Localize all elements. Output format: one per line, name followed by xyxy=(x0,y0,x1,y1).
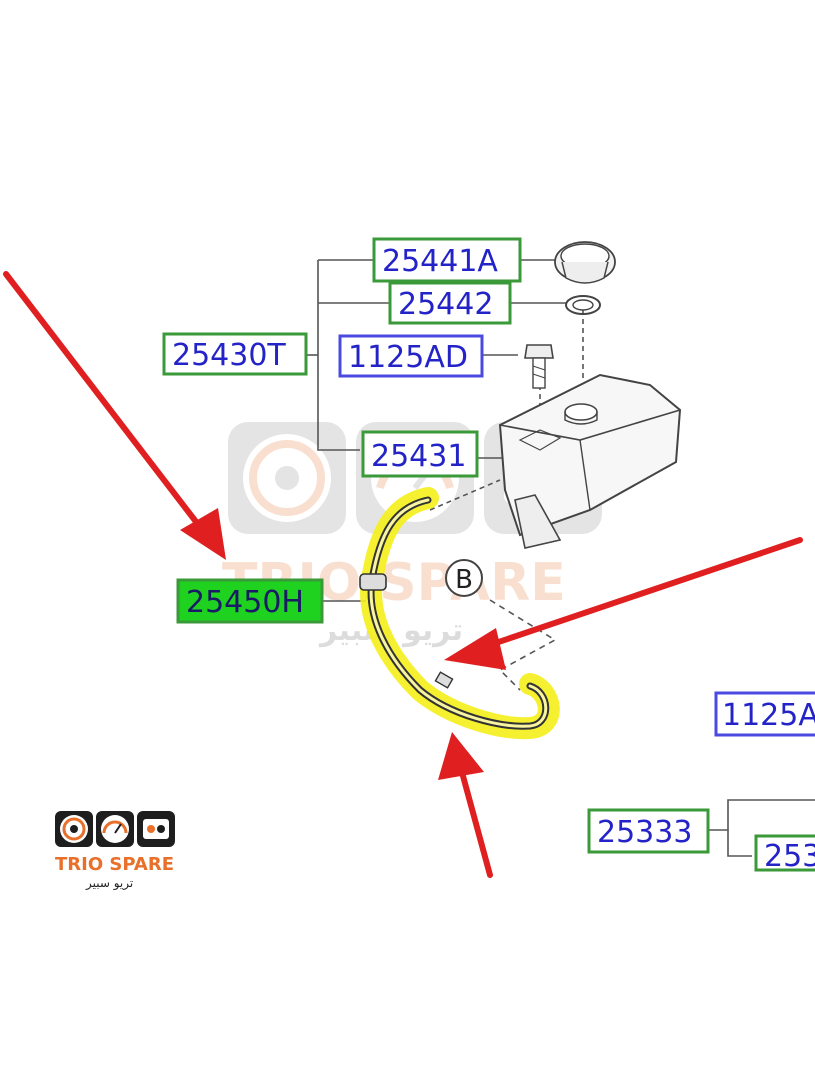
part-label-cap-gasket: 25442 xyxy=(388,281,512,325)
part-number-text: 25450H xyxy=(186,585,304,620)
part-number-text: 25441A xyxy=(382,244,498,279)
logo-engine-icon xyxy=(137,811,175,847)
part-number-text: 253 xyxy=(764,839,815,874)
logo-gauge-icon xyxy=(55,811,93,847)
part-label-reservoir-assembly: 25430T xyxy=(162,332,308,376)
red-arrows xyxy=(3,271,803,878)
logo-speedometer-icon xyxy=(96,811,134,847)
part-label-hose-sub: 253 xyxy=(754,834,815,874)
watermark-gauge-icon xyxy=(228,422,346,534)
hose-clip-icon xyxy=(359,573,387,591)
part-label-reservoir-tank: 25431 xyxy=(361,430,479,478)
filler-cap-icon xyxy=(554,241,616,284)
view-marker-label: B xyxy=(455,565,473,595)
arrow-upper-left xyxy=(3,271,226,560)
logo-brand-arabic: تريو سبير xyxy=(85,876,133,891)
arrow-right xyxy=(444,537,803,670)
view-marker-b: B xyxy=(445,559,483,597)
part-label-mounting-bolt: 1125AD xyxy=(338,334,484,378)
part-number-text: 25430T xyxy=(172,338,286,373)
part-number-text: 1125A xyxy=(722,698,815,733)
logo-brand: TRIO SPARE xyxy=(55,854,174,875)
overflow-hose-icon xyxy=(359,496,550,730)
part-label-bolt-right: 1125A xyxy=(714,691,815,737)
reservoir-tank-icon xyxy=(498,373,682,549)
cap-gasket-icon xyxy=(565,295,601,315)
arrow-bottom xyxy=(438,732,493,878)
leader-lines xyxy=(306,259,815,857)
trio-spare-logo: TRIO SPARE تريو سبير xyxy=(55,811,175,891)
part-label-overflow-hose: 25450H xyxy=(176,578,324,624)
part-label-hose-assembly: 25333 xyxy=(587,808,710,854)
part-number-text: 25333 xyxy=(597,815,692,850)
part-label-filler-cap: 25441A xyxy=(372,237,522,283)
part-number-text: 25442 xyxy=(398,287,493,322)
mounting-bolt-icon xyxy=(524,344,554,389)
part-number-text: 1125AD xyxy=(348,340,468,375)
part-number-text: 25431 xyxy=(371,439,466,474)
